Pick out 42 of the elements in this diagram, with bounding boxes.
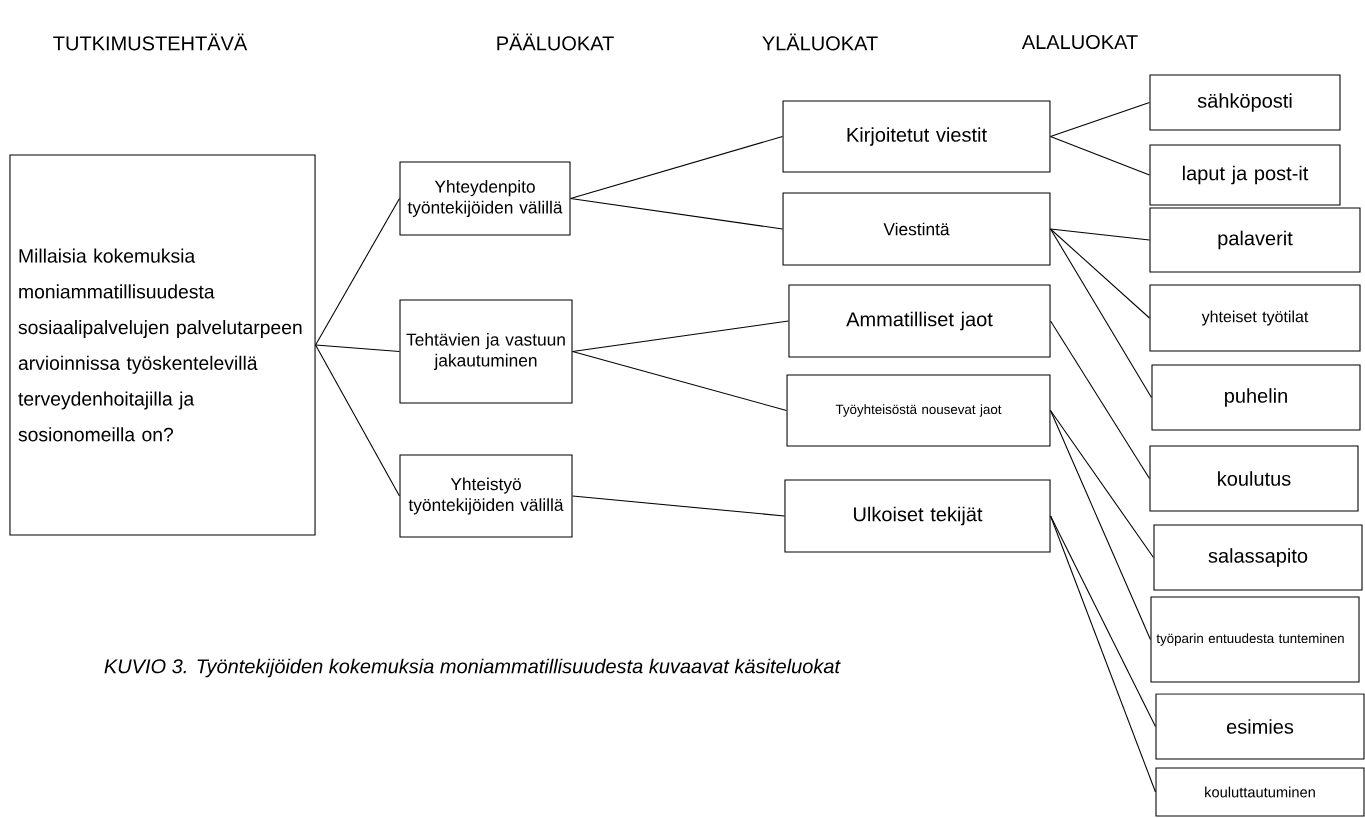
connector-line	[315, 197, 400, 346]
category-box: laput ja post-it	[1149, 144, 1341, 206]
category-box: salassapito	[1153, 524, 1363, 591]
column-heading: YLÄLUOKAT	[762, 33, 878, 51]
category-box: Ammatilliset jaot	[788, 284, 1051, 358]
connector-line	[1050, 320, 1150, 480]
category-box: Ulkoiset tekijät	[784, 479, 1051, 553]
connector-line	[572, 350, 788, 412]
category-box: kouluttautuminen	[1155, 767, 1365, 817]
connector-line	[1049, 409, 1154, 559]
category-box: Yhteistyö työntekijöiden välillä	[399, 454, 573, 538]
connector-line	[315, 344, 400, 497]
connector-line	[570, 197, 784, 230]
category-box: sähköposti	[1149, 74, 1341, 131]
connector-line	[1049, 228, 1150, 241]
category-box: palaverit	[1149, 207, 1361, 273]
connector-line	[1049, 228, 1150, 319]
category-box: Tehtävien ja vastuun jakautuminen	[399, 299, 573, 404]
category-box: Millaisia kokemuksia moniammatillisuudesta sosiaalipalvelujen palvelutarpeen arvioinnissa työskentelevillä terveydenhoitajilla ja sosionomeilla on?	[9, 154, 316, 536]
connector-line	[570, 135, 784, 200]
connector-line	[1049, 101, 1150, 138]
column-heading: TUTKIMUSTEHTÄVÄ	[53, 33, 248, 51]
connector-line	[1050, 515, 1156, 728]
category-box: Yhteydenpito työntekijöiden välillä	[399, 161, 571, 236]
connector-line	[572, 495, 785, 517]
category-box: Työyhteisöstä nousevat jaot	[786, 374, 1051, 447]
caption: KUVIO 3. Työntekijöiden kokemuksia moniammatillisuudesta kuvaavat käsiteluokat	[104, 658, 841, 678]
connector-line	[1050, 515, 1156, 793]
connector-line	[1049, 409, 1151, 641]
category-box: Viestintä	[782, 192, 1051, 266]
connector-line	[315, 344, 400, 353]
category-box: yhteiset työtilat	[1149, 284, 1361, 352]
connector-line	[572, 320, 789, 353]
category-box: koulutus	[1149, 445, 1359, 512]
connector-line	[1049, 228, 1152, 399]
category-box: esimies	[1155, 693, 1365, 760]
category-box: työparin entuudesta tunteminen	[1150, 596, 1360, 683]
column-heading: PÄÄLUOKAT	[497, 33, 614, 51]
category-box: Kirjoitetut viestit	[782, 100, 1051, 173]
category-box: puhelin	[1151, 364, 1361, 431]
column-heading: ALALUOKAT	[1021, 34, 1138, 50]
connector-line	[1049, 135, 1150, 176]
